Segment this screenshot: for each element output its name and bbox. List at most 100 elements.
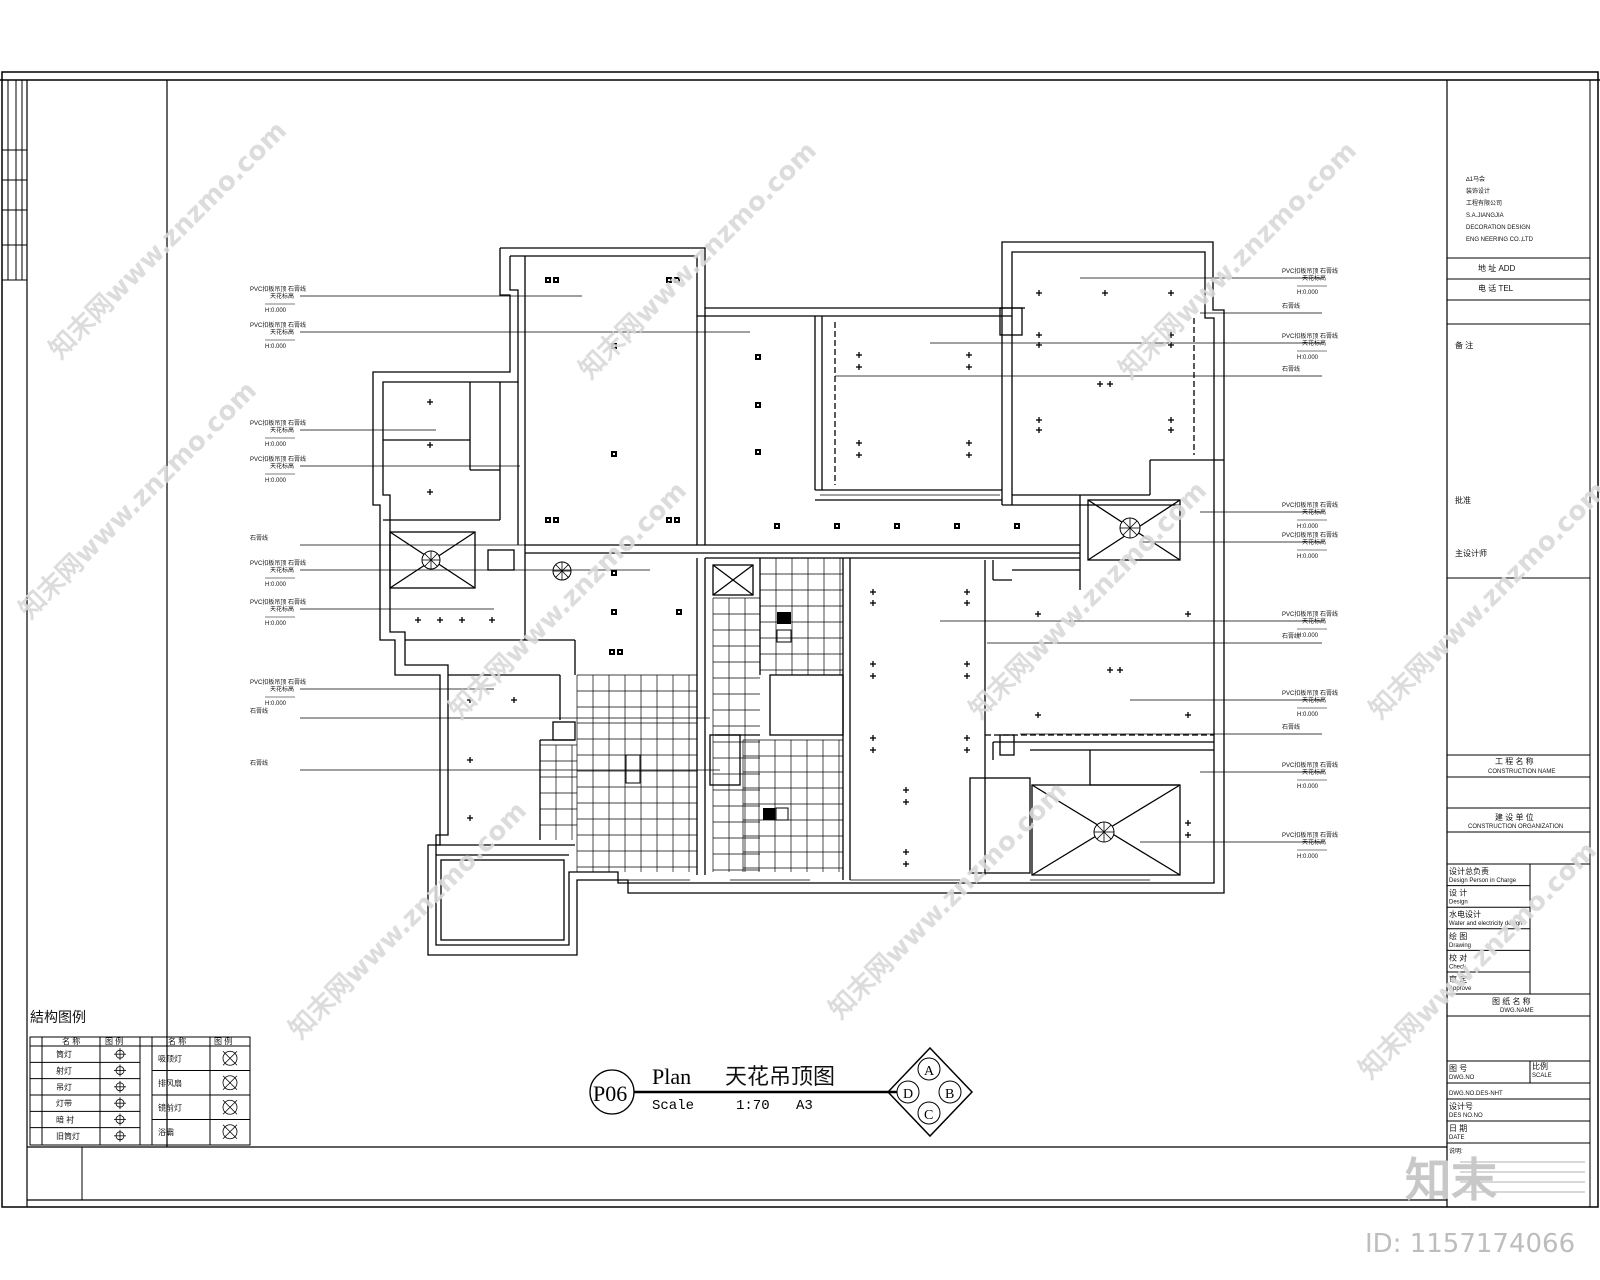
titleblock-row-label: 水电设计 [1449, 909, 1481, 919]
level-mark: H:0.000 [265, 621, 287, 627]
svg-text:DECORATION DESIGN: DECORATION DESIGN [1466, 225, 1530, 231]
ceiling-sub-note: 天花标高 [270, 685, 294, 693]
svg-text:ENG NEERING CO.,LTD: ENG NEERING CO.,LTD [1466, 237, 1534, 243]
titleblock-row-label: 校 对 [1449, 952, 1467, 962]
ceiling-note: PVC扣板吊顶 石膏线 [250, 419, 306, 427]
legend-item-label: 旧筒灯 [56, 1131, 80, 1141]
titleblock-row-en: Design [1449, 900, 1468, 906]
level-mark: H:0.000 [1297, 524, 1319, 530]
legend-symbol-icon [222, 1124, 238, 1140]
svg-text:日 期: 日 期 [1449, 1124, 1467, 1133]
ceiling-sub-note: 天花标高 [270, 462, 294, 470]
legend-item-label: 吊灯 [56, 1082, 72, 1092]
ceiling-sub-note: 天花标高 [1302, 838, 1326, 846]
ceiling-sub-note: 天花标高 [270, 328, 294, 336]
svg-text:B: B [945, 1087, 954, 1102]
svg-text:主设计师: 主设计师 [1455, 548, 1487, 558]
svg-text:DATE: DATE [1449, 1135, 1465, 1141]
ceiling-sub-note: 天花标高 [270, 566, 294, 574]
titleblock-row-en: Approve [1449, 986, 1472, 992]
legend-item-label: 吸顶灯 [158, 1053, 182, 1063]
ceiling-note: 石膏线 [250, 534, 268, 542]
svg-text:说明:: 说明: [1449, 1147, 1463, 1155]
svg-text:∆1马会: ∆1马会 [1466, 175, 1485, 183]
level-mark: H:0.000 [1297, 854, 1319, 860]
legend-item-label: 射灯 [56, 1066, 72, 1076]
legend-item-label: 排风扇 [158, 1078, 182, 1088]
binding-strip [2, 80, 27, 281]
titleblock-row-label: 设 计 [1449, 888, 1467, 898]
level-mark: H:0.000 [1297, 290, 1319, 296]
ceiling-note: PVC扣板吊顶 石膏线 [1282, 831, 1338, 839]
ceiling-note: 石膏线 [1282, 632, 1300, 640]
svg-text:知末网www.znzmo.com: 知末网www.znzmo.com [1364, 476, 1600, 725]
ceiling-note: 石膏线 [250, 759, 268, 767]
titleblock-row-label: 审 定 [1449, 974, 1467, 984]
ceiling-sub-note: 天花标高 [270, 426, 294, 434]
svg-text:比例: 比例 [1532, 1061, 1548, 1071]
ceiling-note: PVC扣板吊顶 石膏线 [1282, 501, 1338, 509]
ceiling-sub-note: 天花标高 [270, 292, 294, 300]
level-mark: H:0.000 [265, 582, 287, 588]
legend-item-label: 暗 衬 [56, 1115, 74, 1125]
ceiling-note: PVC扣板吊顶 石膏线 [250, 321, 306, 329]
svg-text:D: D [903, 1087, 913, 1102]
svg-text:工 程 名 称: 工 程 名 称 [1495, 756, 1534, 766]
level-mark: H:0.000 [1297, 784, 1319, 790]
titleblock-row-en: Design Person in Charge [1449, 878, 1517, 884]
svg-text:知末网www.znzmo.com: 知末网www.znzmo.com [1114, 136, 1363, 385]
svg-text:装饰设计: 装饰设计 [1466, 187, 1490, 195]
titleblock-row-en: Water and electricity design [1449, 921, 1522, 927]
svg-text:DWG.NO: DWG.NO [1449, 1075, 1475, 1081]
svg-text:知末网www.znzmo.com: 知末网www.znzmo.com [574, 136, 823, 385]
svg-text:建 设 单 位: 建 设 单 位 [1495, 812, 1534, 822]
watermark-id: ID: 1157174066 [1365, 1229, 1575, 1259]
svg-text:Scale: Scale [652, 1098, 694, 1114]
watermark-brand: 知末 [1405, 1153, 1497, 1207]
title-block: ∆1马会 装饰设计 工程有限公司 S.A.JIANGJIA DECORATION… [1447, 175, 1590, 1193]
svg-text:S.A.JIANGJIA: S.A.JIANGJIA [1466, 213, 1504, 219]
floor-plan [372, 241, 1225, 956]
ceiling-note: 石膏线 [1282, 365, 1300, 373]
svg-text:知末网www.znzmo.com: 知末网www.znzmo.com [284, 796, 533, 1045]
svg-text:天花吊顶图: 天花吊顶图 [725, 1064, 835, 1089]
svg-text:P06: P06 [593, 1081, 627, 1106]
svg-text:A3: A3 [796, 1098, 813, 1114]
legend-item-label: 筒灯 [56, 1049, 72, 1059]
svg-text:图 纸 名 称: 图 纸 名 称 [1492, 996, 1531, 1006]
svg-text:名 称: 名 称 [62, 1036, 80, 1046]
ceiling-note: PVC扣板吊顶 石膏线 [1282, 332, 1338, 340]
level-mark: H:0.000 [1297, 554, 1319, 560]
svg-text:图 号: 图 号 [1449, 1064, 1467, 1073]
ceiling-sub-note: 天花标高 [1302, 339, 1326, 347]
light-fixtures [415, 277, 1191, 867]
svg-text:DWG.NO.DES-NHT: DWG.NO.DES-NHT [1449, 1091, 1503, 1097]
ceiling-sub-note: 天花标高 [1302, 768, 1326, 776]
ceiling-note: 石膏线 [250, 707, 268, 715]
svg-text:图 例: 图 例 [105, 1036, 123, 1046]
ceiling-sub-note: 天花标高 [1302, 538, 1326, 546]
svg-text:結构图例: 結构图例 [30, 1009, 86, 1025]
svg-text:设计号: 设计号 [1449, 1101, 1473, 1111]
level-mark: H:0.000 [1297, 633, 1319, 639]
ceiling-note: PVC扣板吊顶 石膏线 [1282, 267, 1338, 275]
titleblock-row-en: Check [1449, 964, 1467, 970]
ceiling-note: PVC扣板吊顶 石膏线 [1282, 610, 1338, 618]
ceiling-note: PVC扣板吊顶 石膏线 [1282, 531, 1338, 539]
legend-item-label: 灯带 [56, 1098, 72, 1108]
ceiling-sub-note: 天花标高 [1302, 274, 1326, 282]
titleblock-row-label: 绘 图 [1449, 931, 1467, 941]
ceiling-sub-note: 天花标高 [1302, 617, 1326, 625]
titleblock-row-label: 设计总负责 [1449, 866, 1489, 876]
ceiling-note: 石膏线 [1282, 302, 1300, 310]
level-mark: H:0.000 [265, 701, 287, 707]
ceiling-sub-note: 天花标高 [270, 605, 294, 613]
svg-text:名 称: 名 称 [168, 1036, 186, 1046]
ceiling-note: PVC扣板吊顶 石膏线 [250, 598, 306, 606]
legend-item-label: 浴霸 [158, 1127, 174, 1137]
level-mark: H:0.000 [265, 478, 287, 484]
svg-text:SCALE: SCALE [1532, 1073, 1552, 1079]
compass-rose: A B C D [886, 1046, 974, 1138]
svg-text:C: C [924, 1108, 933, 1123]
